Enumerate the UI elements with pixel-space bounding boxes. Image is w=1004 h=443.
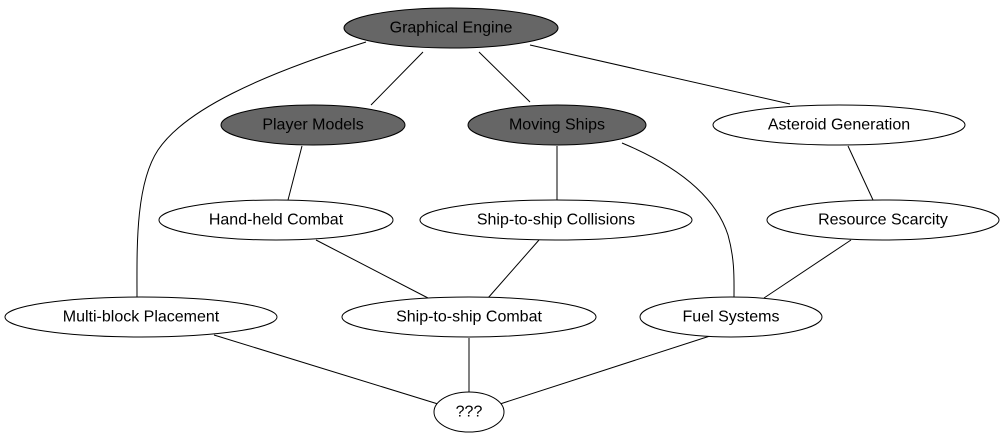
node-graphical-engine: Graphical Engine bbox=[343, 7, 559, 49]
node-ellipse-unknown bbox=[433, 391, 505, 433]
node-label-unknown: ??? bbox=[456, 404, 483, 421]
node-ship-to-ship-collisions: Ship-to-ship Collisions bbox=[419, 199, 693, 241]
node-ellipse-moving-ships bbox=[467, 104, 647, 146]
node-hand-held-combat: Hand-held Combat bbox=[158, 199, 394, 241]
edge-moving-ships-to-fuel-systems bbox=[621, 142, 735, 298]
node-label-hand-held-combat: Hand-held Combat bbox=[209, 212, 344, 229]
edge-graphical-engine-to-player-models bbox=[370, 51, 424, 106]
edge-graphical-engine-to-moving-ships bbox=[478, 51, 531, 103]
node-label-ship-to-ship-combat: Ship-to-ship Combat bbox=[396, 309, 542, 326]
node-label-resource-scarcity: Resource Scarcity bbox=[818, 212, 948, 229]
node-label-graphical-engine: Graphical Engine bbox=[390, 20, 513, 37]
edge-hand-held-combat-to-ship-to-ship-combat bbox=[315, 239, 429, 299]
node-ellipse-hand-held-combat bbox=[158, 199, 394, 241]
node-ellipse-graphical-engine bbox=[343, 7, 559, 49]
node-moving-ships: Moving Ships bbox=[467, 104, 647, 146]
edge-fuel-systems-to-unknown bbox=[499, 335, 711, 405]
node-ellipse-fuel-systems bbox=[639, 296, 823, 338]
edge-multi-block-placement-to-unknown bbox=[213, 334, 439, 405]
node-label-asteroid-generation: Asteroid Generation bbox=[768, 117, 910, 134]
node-asteroid-generation: Asteroid Generation bbox=[712, 104, 966, 146]
node-player-models: Player Models bbox=[220, 104, 406, 146]
edge-graphical-engine-to-asteroid-generation bbox=[529, 44, 791, 105]
node-ellipse-ship-to-ship-collisions bbox=[419, 199, 693, 241]
node-multi-block-placement: Multi-block Placement bbox=[4, 296, 278, 338]
edge-ship-to-ship-collisions-to-ship-to-ship-combat bbox=[487, 239, 540, 299]
edges-layer bbox=[136, 41, 874, 405]
node-unknown: ??? bbox=[433, 391, 505, 433]
edge-resource-scarcity-to-fuel-systems bbox=[763, 239, 852, 299]
node-ellipse-player-models bbox=[220, 104, 406, 146]
node-ellipse-asteroid-generation bbox=[712, 104, 966, 146]
node-ellipse-ship-to-ship-combat bbox=[341, 296, 597, 338]
edge-asteroid-generation-to-resource-scarcity bbox=[847, 145, 874, 201]
node-label-moving-ships: Moving Ships bbox=[509, 117, 605, 134]
node-label-fuel-systems: Fuel Systems bbox=[683, 309, 780, 326]
node-label-multi-block-placement: Multi-block Placement bbox=[63, 309, 220, 326]
node-ellipse-multi-block-placement bbox=[4, 296, 278, 338]
node-fuel-systems: Fuel Systems bbox=[639, 296, 823, 338]
edge-graphical-engine-to-multi-block-placement bbox=[136, 41, 367, 299]
node-label-ship-to-ship-collisions: Ship-to-ship Collisions bbox=[477, 212, 635, 229]
node-ellipse-resource-scarcity bbox=[766, 199, 1000, 241]
node-label-player-models: Player Models bbox=[262, 117, 363, 134]
node-resource-scarcity: Resource Scarcity bbox=[766, 199, 1000, 241]
edge-player-models-to-hand-held-combat bbox=[287, 145, 303, 201]
node-ship-to-ship-combat: Ship-to-ship Combat bbox=[341, 296, 597, 338]
